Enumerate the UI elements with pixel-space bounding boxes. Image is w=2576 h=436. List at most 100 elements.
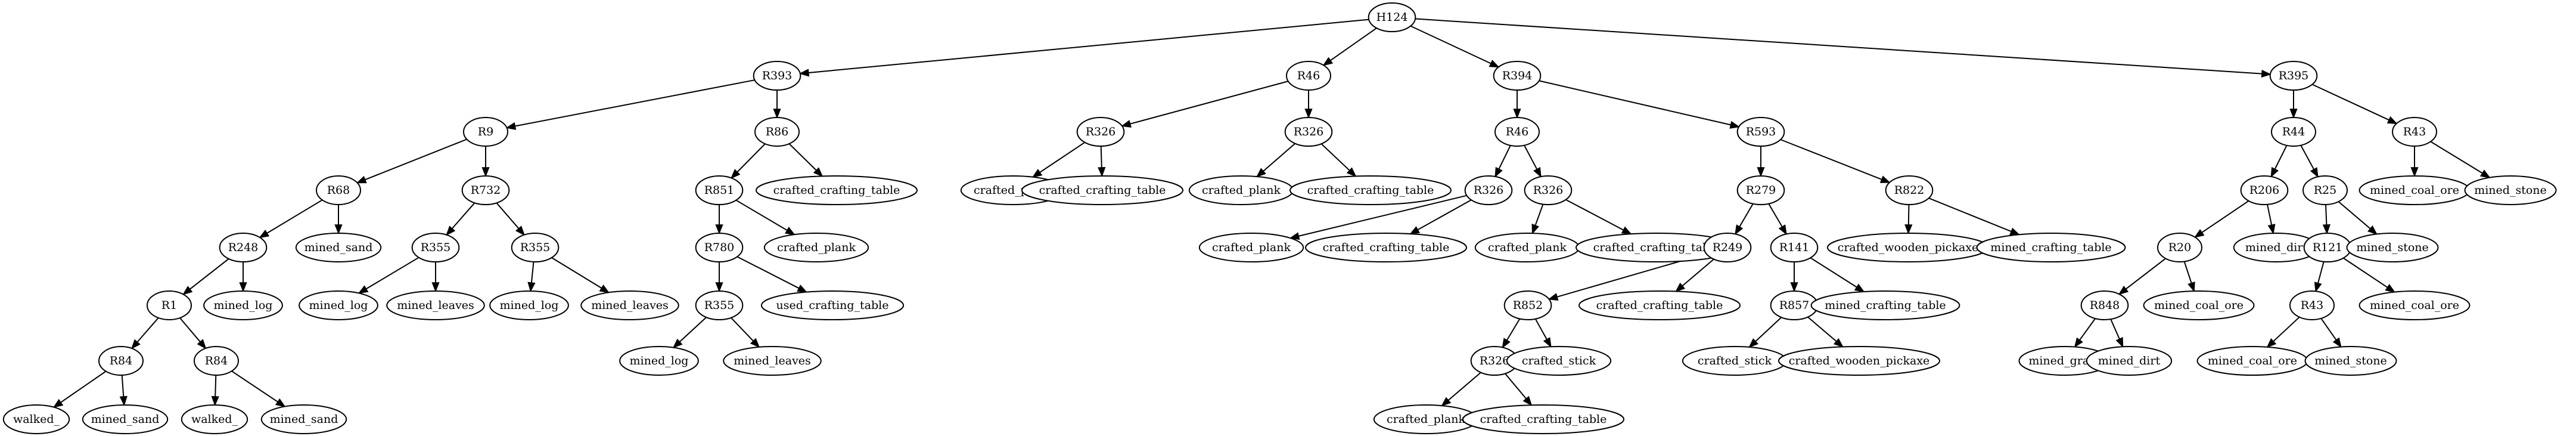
arrowhead xyxy=(784,227,796,236)
edge-arrow xyxy=(788,143,824,177)
tree-node: R84 xyxy=(98,346,144,376)
edge-arrow xyxy=(182,258,229,295)
edge-line xyxy=(1263,143,1296,172)
arrowhead xyxy=(527,282,536,293)
tree-node: crafted_crafting_table xyxy=(1289,175,1452,205)
edge-arrow xyxy=(2322,204,2330,235)
arrowhead xyxy=(2310,167,2319,178)
arrowhead xyxy=(119,395,128,407)
edge-arrow xyxy=(1289,194,1467,240)
node-label: crafted_wooden_pickaxe xyxy=(1789,354,1930,367)
arrowhead xyxy=(1120,120,1132,128)
tree-node: crafted_crafting_table xyxy=(1021,175,1183,205)
node-ellipse xyxy=(2302,175,2348,205)
arrowhead xyxy=(1729,120,1741,129)
node-label: mined_crafting_table xyxy=(1990,241,2111,254)
edge-line xyxy=(1539,80,1731,126)
arrowhead xyxy=(182,286,193,295)
tree-node: R1 xyxy=(147,290,192,320)
arrowhead xyxy=(481,167,490,178)
arrowhead xyxy=(1675,282,1686,292)
arrowhead xyxy=(431,282,440,293)
arrowhead xyxy=(1346,167,1357,177)
arrowhead xyxy=(1748,338,1758,348)
node-label: R732 xyxy=(471,184,501,197)
edge-arrow xyxy=(2410,146,2419,178)
arrowhead xyxy=(1289,232,1300,240)
arrowhead xyxy=(2479,169,2491,178)
arrowhead xyxy=(1778,224,1787,236)
arrowhead xyxy=(1502,338,1511,349)
arrowhead xyxy=(334,224,343,235)
edge-arrow xyxy=(334,205,343,235)
node-ellipse xyxy=(1286,61,1331,91)
node-label: R121 xyxy=(2313,241,2343,254)
edge-line xyxy=(1410,25,1491,64)
node-ellipse xyxy=(754,117,800,147)
edge-arrow xyxy=(1531,204,1544,235)
tree-node: R848 xyxy=(2080,290,2129,320)
tree-node: R141 xyxy=(1770,233,1819,262)
edge-line xyxy=(1524,145,1538,170)
arrowhead xyxy=(2266,338,2277,348)
tree-node: R84 xyxy=(194,346,239,376)
edge-arrow xyxy=(1565,199,1632,235)
tree-node: mined_leaves xyxy=(386,290,485,320)
arrowhead xyxy=(1757,167,1765,178)
edge-line xyxy=(1100,146,1102,168)
edge-line xyxy=(530,261,535,283)
tree-node: R355 xyxy=(411,233,460,262)
tree-node: R68 xyxy=(316,175,361,205)
node-label: R851 xyxy=(704,184,735,197)
tree-node: mined_leaves xyxy=(580,290,679,320)
tree-node: R326 xyxy=(1470,346,1519,376)
edge-arrow xyxy=(1410,25,1500,68)
node-ellipse xyxy=(2392,117,2437,147)
arrowhead xyxy=(1441,397,1452,407)
tree-node: R86 xyxy=(754,117,800,147)
node-label: R395 xyxy=(2279,69,2309,82)
edge-line xyxy=(1415,18,2263,75)
edge-line xyxy=(365,138,467,181)
node-ellipse xyxy=(1289,175,1452,205)
node-ellipse xyxy=(98,346,144,376)
node-ellipse xyxy=(1885,175,1934,205)
node-label: mined_grass xyxy=(2028,354,2100,367)
edge-arrow xyxy=(1524,145,1542,178)
tree-node: crafted_crafting_table xyxy=(1578,290,1741,320)
node-label: crafted_crafting_table xyxy=(773,184,900,197)
edge-arrow xyxy=(1120,81,1289,128)
arrowhead xyxy=(1879,175,1891,183)
tree-node: mined_dirt xyxy=(2086,346,2173,376)
edge-arrow xyxy=(505,79,755,130)
node-label: mined_coal_ore xyxy=(2208,354,2297,367)
arrowhead xyxy=(730,169,741,179)
edge-line xyxy=(2430,141,2483,174)
node-ellipse xyxy=(619,346,699,376)
arrowhead xyxy=(797,285,808,293)
tree-node: R326 xyxy=(1076,117,1125,147)
node-label: mined_log xyxy=(309,299,368,312)
node-label: mined_sand xyxy=(304,241,373,254)
tree-node: H124 xyxy=(1368,2,1416,32)
node-ellipse xyxy=(1976,233,2126,262)
node-label: mined_stone xyxy=(2314,354,2387,367)
node-label: R593 xyxy=(1746,125,1776,138)
tree-node: crafted_wooden_pickaxe xyxy=(1827,233,1989,262)
edge-line xyxy=(1682,258,1714,287)
edge-arrow xyxy=(2338,201,2378,235)
edge-arrow xyxy=(2267,204,2276,235)
edge-arrow xyxy=(446,202,476,236)
tree-node: R44 xyxy=(2271,117,2316,147)
node-ellipse xyxy=(753,61,801,91)
node-label: crafted_crafting_table xyxy=(1307,184,1434,197)
arrowhead xyxy=(2261,69,2272,78)
edge-line xyxy=(365,256,420,290)
edge-line xyxy=(2183,261,2192,284)
edge-arrow xyxy=(1928,197,2021,236)
arrowhead xyxy=(715,282,723,293)
node-ellipse xyxy=(260,404,347,434)
tree-node: mined_sand xyxy=(82,404,169,434)
tree-node: mined_leaves xyxy=(723,346,822,376)
node-label: crafted_plank xyxy=(1488,241,1567,254)
